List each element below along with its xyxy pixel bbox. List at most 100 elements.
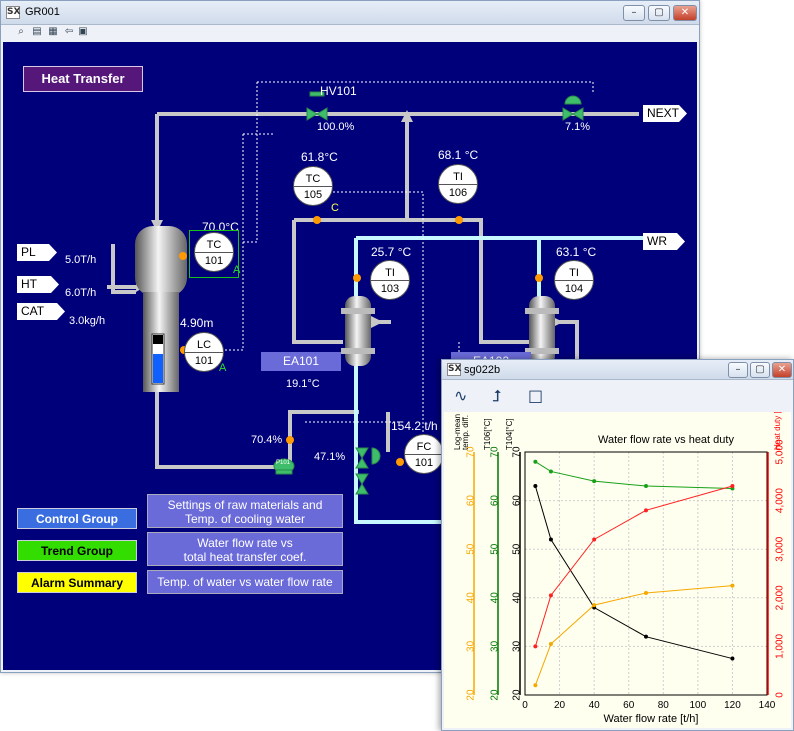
y-axis-label: Log-mean [453, 414, 462, 450]
trend-titlebar[interactable]: SX sg022b – ▢ ✕ [442, 360, 793, 380]
tc105-number: 105 [303, 189, 323, 201]
trend-group-button[interactable]: Trend Group [17, 540, 137, 561]
close-button[interactable]: ✕ [673, 5, 697, 21]
feed-cat-tag[interactable]: CAT [17, 303, 65, 320]
control-group-description[interactable]: Settings of raw materials and Temp. of c… [147, 494, 343, 528]
fc101-type: FC [416, 441, 432, 453]
x-tick-label: 100 [690, 700, 707, 711]
y-tick-label: 50 [466, 543, 477, 555]
layout-icon[interactable]: ▦ [48, 26, 58, 37]
ea101-value: 19.1°C [286, 378, 320, 390]
data-point [533, 484, 538, 489]
pipe-pump-out [288, 410, 359, 467]
pump-icon [273, 458, 295, 475]
valve-top-right-value: 7.1% [565, 121, 591, 133]
ea101-label[interactable]: EA101 [261, 352, 341, 371]
x-tick-label: 60 [623, 700, 635, 711]
output-wr-tag[interactable]: WR [643, 233, 685, 250]
tc101-instrument[interactable]: TC 101 [194, 232, 234, 272]
alarm-summary-description[interactable]: Temp. of water vs water flow rate [147, 570, 343, 594]
alarm-summary-button[interactable]: Alarm Summary [17, 572, 137, 593]
arrow-icon[interactable]: ⇦ [64, 26, 74, 37]
tc105-instrument[interactable]: TC 105 [293, 166, 333, 206]
control-group-desc-line1: Settings of raw materials and [167, 498, 323, 512]
node-tc105 [313, 216, 321, 224]
valve-bottom-right-icon [355, 473, 369, 495]
y-tick-label: 50 [490, 543, 501, 555]
page-title: Heat Transfer [23, 66, 143, 92]
y-axis-label: temp. diff. [461, 415, 470, 450]
feed-ht-tag[interactable]: HT [17, 276, 59, 293]
tc101-mode: A [233, 264, 241, 276]
x-tick-label: 140 [759, 700, 776, 711]
trend-group-desc-line2: total heat transfer coef. [183, 550, 307, 564]
right-tick-label: 2,000 [775, 585, 786, 610]
trend-close-button[interactable]: ✕ [772, 362, 792, 378]
y-axis-label: T106[°C] [483, 418, 492, 450]
return-icon[interactable]: ⮥ [492, 386, 502, 405]
window-title: GR001 [25, 6, 60, 18]
x-axis-label: Water flow rate [t/h] [604, 713, 699, 725]
main-titlebar[interactable]: SX GR001 – ▢ ✕ [1, 1, 699, 25]
screen-icon[interactable]: ▣ [78, 26, 88, 37]
maximize-button[interactable]: ▢ [648, 5, 670, 21]
tc105-mode: C [331, 202, 339, 214]
trend-icon[interactable]: ∿ [454, 386, 468, 405]
trend-group-desc-line1: Water flow rate vs [197, 536, 293, 550]
trend-maximize-button[interactable]: ▢ [750, 362, 770, 378]
print-icon[interactable]: ▤ [32, 26, 42, 37]
signal-tc101 [241, 82, 258, 243]
data-point [592, 479, 597, 484]
minimize-button[interactable]: – [623, 5, 645, 21]
lc101-value: 4.90m [180, 316, 214, 330]
feed-pl-flow: 5.0T/h [65, 254, 97, 266]
lc101-number: 101 [194, 355, 214, 367]
trend-group-description[interactable]: Water flow rate vs total heat transfer c… [147, 532, 343, 566]
node-fc [396, 458, 404, 466]
ti104-number: 104 [564, 283, 584, 295]
magnifier-icon[interactable]: ⌕ [18, 26, 24, 37]
y-tick-label: 20 [490, 689, 501, 701]
node-ti104 [535, 274, 543, 282]
ti103-value: 25.7 °C [371, 245, 412, 259]
fc101-instrument[interactable]: FC 101 [404, 434, 444, 474]
tc101-selection-frame [189, 230, 239, 278]
node-ti106 [455, 216, 463, 224]
trend-minimize-button[interactable]: – [728, 362, 748, 378]
series-line [535, 461, 733, 489]
alarm-summary-desc-line1: Temp. of water vs water flow rate [157, 575, 333, 589]
control-group-button[interactable]: Control Group [17, 508, 137, 529]
data-point [548, 469, 553, 474]
valve-hv101-icon [306, 91, 328, 121]
data-point [592, 537, 597, 542]
ti103-type: TI [385, 267, 395, 279]
data-point [533, 683, 538, 688]
y-tick-label: 70 [466, 446, 477, 458]
data-point [730, 583, 735, 588]
square-icon[interactable]: □ [528, 386, 544, 405]
arrow-up [401, 110, 413, 122]
ti106-number: 106 [448, 187, 468, 199]
y-axis-label: T104[°C] [505, 418, 514, 450]
x-tick-label: 40 [589, 700, 601, 711]
ti103-instrument[interactable]: TI 103 [370, 260, 410, 300]
feed-cat-flow: 3.0kg/h [69, 315, 106, 327]
right-tick-label: 1,000 [775, 633, 786, 658]
data-point [644, 508, 648, 513]
feed-pl-tag[interactable]: PL [17, 244, 57, 261]
ti103-number: 103 [380, 283, 400, 295]
ti104-instrument[interactable]: TI 104 [554, 260, 594, 300]
fc101-value: 154.2 t/h [391, 419, 438, 433]
lc101-instrument[interactable]: LC 101 [184, 332, 224, 372]
ti106-instrument[interactable]: TI 106 [438, 164, 478, 204]
data-point [730, 656, 735, 661]
y-tick-label: 50 [512, 543, 523, 555]
y-tick-label: 40 [466, 592, 477, 604]
y-tick-label: 20 [466, 689, 477, 701]
y-tick-label: 40 [490, 592, 501, 604]
data-point [644, 634, 648, 639]
output-next-tag[interactable]: NEXT [643, 105, 687, 122]
trend-app-logo-icon: SX [447, 363, 462, 376]
